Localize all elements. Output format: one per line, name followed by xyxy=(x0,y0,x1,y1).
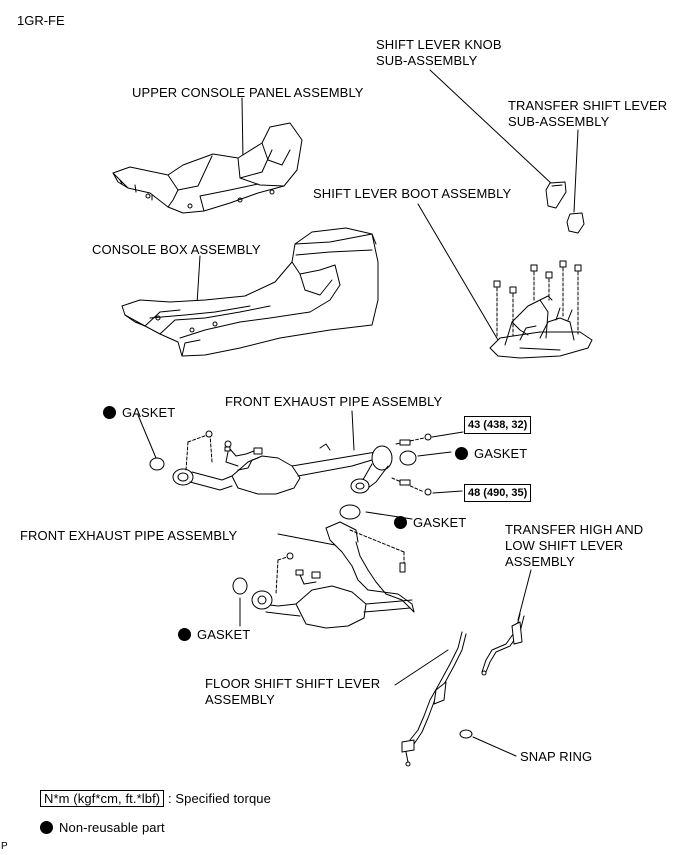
label-floor-shift: FLOOR SHIFT SHIFT LEVER ASSEMBLY xyxy=(205,676,380,708)
footer-code: P xyxy=(1,841,8,852)
floor-shift-drawing xyxy=(401,631,467,767)
legend-non-reusable-text: Non-reusable part xyxy=(59,820,165,835)
legend-torque: N*m (kgf*cm, ft.*lbf) : Specified torque xyxy=(40,790,271,807)
label-text: GASKET xyxy=(122,405,176,420)
label-line: ASSEMBLY xyxy=(505,554,575,569)
legend-non-reusable: Non-reusable part xyxy=(40,820,165,836)
shift-knob-drawing xyxy=(545,181,567,209)
label-gasket-4: GASKET xyxy=(178,627,250,643)
torque-spec-1: 43 (438, 32) xyxy=(464,416,532,434)
non-reusable-dot xyxy=(394,516,407,529)
label-line: ASSEMBLY xyxy=(205,692,275,707)
console-box-drawing xyxy=(121,227,379,357)
front-exhaust-pipe-1-drawing xyxy=(150,430,432,496)
label-text: GASKET xyxy=(474,446,528,461)
label-snap-ring: SNAP RING xyxy=(520,749,593,764)
label-shift-boot: SHIFT LEVER BOOT ASSEMBLY xyxy=(313,186,512,201)
label-gasket-3: GASKET xyxy=(394,515,466,531)
upper-console-drawing xyxy=(112,122,303,214)
non-reusable-dot xyxy=(178,628,191,641)
label-front-exhaust-2: FRONT EXHAUST PIPE ASSEMBLY xyxy=(20,528,238,543)
non-reusable-dot xyxy=(103,406,116,419)
shift-boot-drawing xyxy=(489,260,593,359)
label-text: GASKET xyxy=(197,627,251,642)
label-gasket-2: GASKET xyxy=(455,446,527,462)
gasket-4-drawing xyxy=(232,577,248,595)
label-console-box: CONSOLE BOX ASSEMBLY xyxy=(92,242,261,257)
label-line: TRANSFER HIGH AND xyxy=(505,522,644,537)
gasket-3-drawing xyxy=(339,504,361,520)
leader-lines xyxy=(137,69,579,757)
legend-torque-desc: : Specified torque xyxy=(167,791,271,806)
torque-spec-2: 48 (490, 35) xyxy=(464,484,532,502)
legend-torque-unit: N*m (kgf*cm, ft.*lbf) xyxy=(40,790,165,807)
label-gasket-1: GASKET xyxy=(103,405,175,421)
label-front-exhaust-1: FRONT EXHAUST PIPE ASSEMBLY xyxy=(225,394,443,409)
engine-code: 1GR-FE xyxy=(17,13,65,28)
transfer-knob-drawing xyxy=(566,212,585,234)
label-text: GASKET xyxy=(413,515,467,530)
label-upper-console: UPPER CONSOLE PANEL ASSEMBLY xyxy=(132,85,364,100)
label-transfer-high-low: TRANSFER HIGH AND LOW SHIFT LEVER ASSEMB… xyxy=(505,522,643,570)
label-transfer-shift-lever: TRANSFER SHIFT LEVER SUB-ASSEMBLY xyxy=(508,98,667,130)
front-exhaust-pipe-2-drawing xyxy=(251,521,415,629)
label-shift-lever-knob: SHIFT LEVER KNOB SUB-ASSEMBLY xyxy=(376,37,502,69)
label-line: SUB-ASSEMBLY xyxy=(376,53,478,68)
label-line: SUB-ASSEMBLY xyxy=(508,114,610,129)
label-line: FLOOR SHIFT SHIFT LEVER xyxy=(205,676,381,691)
snap-ring-drawing xyxy=(459,729,473,739)
label-line: LOW SHIFT LEVER xyxy=(505,538,624,553)
label-line: SHIFT LEVER KNOB xyxy=(376,37,502,52)
non-reusable-dot xyxy=(455,447,468,460)
transfer-lever-drawing xyxy=(481,613,525,676)
gasket-1-drawing xyxy=(149,457,165,471)
non-reusable-dot xyxy=(40,821,53,834)
label-line: TRANSFER SHIFT LEVER xyxy=(508,98,668,113)
gasket-2-drawing xyxy=(399,450,417,466)
